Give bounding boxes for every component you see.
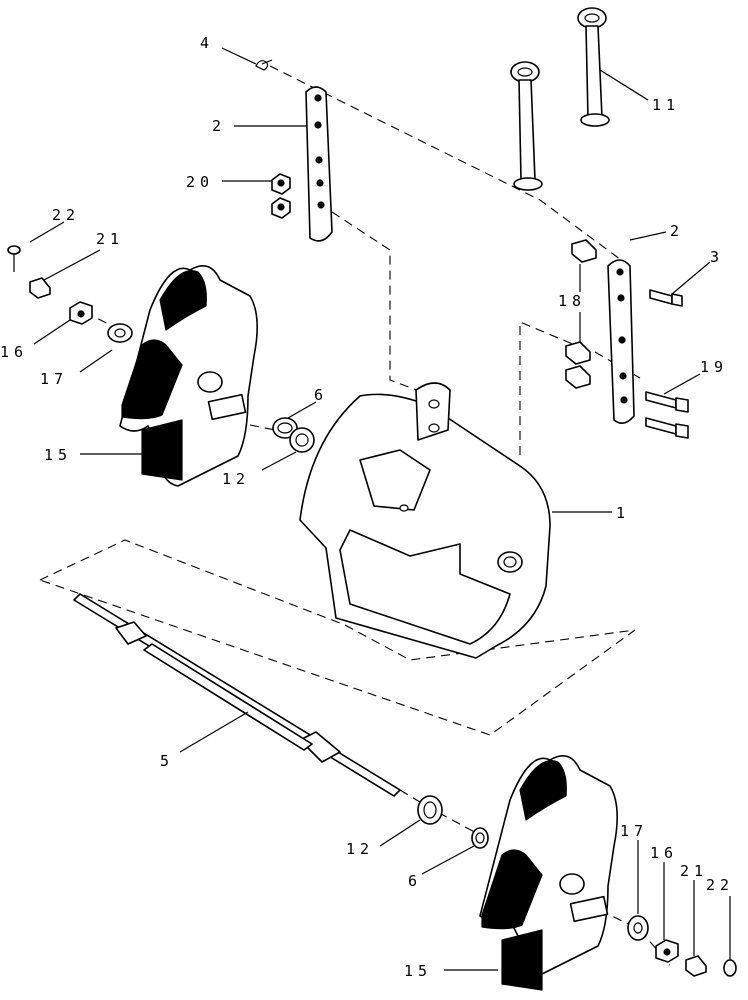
callout-3: 3 xyxy=(710,248,724,266)
part-12-washer-lower xyxy=(417,795,443,825)
part-2-link-bar-right xyxy=(607,259,635,424)
part-15-bracket-lower xyxy=(479,754,618,991)
part-5-shaft xyxy=(73,593,401,797)
part-12-washer-upper xyxy=(289,427,315,453)
callout-5: 5 xyxy=(160,752,174,770)
callout-17-right: 17 xyxy=(620,822,648,840)
left-hardware xyxy=(7,245,133,343)
callout-4: 4 xyxy=(200,34,214,52)
part-2-link-bar-left xyxy=(305,86,333,242)
callout-6-lower: 6 xyxy=(408,872,422,890)
callout-19: 19 xyxy=(700,358,728,376)
callout-12-upper: 12 xyxy=(222,470,250,488)
callout-21-left: 21 xyxy=(96,230,124,248)
part-1-main-weight xyxy=(299,382,551,659)
callout-16-right: 16 xyxy=(650,844,678,862)
right-hardware xyxy=(627,900,737,977)
callout-18: 18 xyxy=(558,292,586,310)
callout-22-left: 22 xyxy=(52,206,80,224)
callout-2-right: 2 xyxy=(670,222,684,240)
part-18-bushings xyxy=(565,239,597,389)
callout-11: 11 xyxy=(652,96,680,114)
callout-21-right: 21 xyxy=(680,862,708,880)
part-6-snap-ring-lower xyxy=(471,827,489,849)
callout-2-left: 2 xyxy=(212,117,226,135)
callout-15-lower: 15 xyxy=(404,962,432,980)
part-19-bolts xyxy=(645,391,689,439)
callout-1: 1 xyxy=(616,504,630,522)
part-6-snap-ring-upper xyxy=(272,417,298,439)
part-4-spring-clip xyxy=(255,59,273,71)
callout-22-right: 22 xyxy=(706,876,734,894)
callout-labels: 4 2 20 11 22 21 16 17 15 12 6 2 3 18 19 … xyxy=(0,34,734,980)
part-11-pins xyxy=(510,7,610,191)
callout-15-upper: 15 xyxy=(44,446,72,464)
part-3-bolt xyxy=(649,289,683,307)
callout-16-left: 16 xyxy=(0,343,28,361)
callout-17-left: 17 xyxy=(40,370,68,388)
callout-12-lower: 12 xyxy=(346,840,374,858)
leader-lines xyxy=(29,47,731,971)
callout-6-upper: 6 xyxy=(314,386,328,404)
callout-20: 20 xyxy=(186,173,214,191)
part-15-bracket-upper xyxy=(119,264,258,487)
part-20-nuts xyxy=(271,173,291,219)
